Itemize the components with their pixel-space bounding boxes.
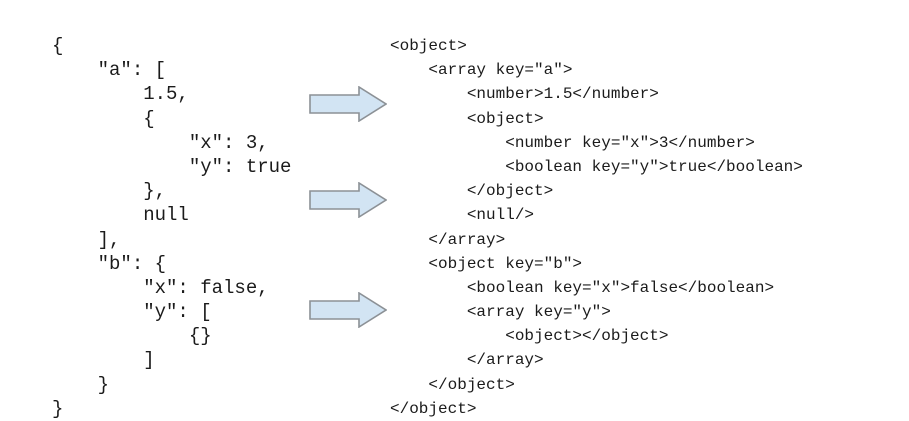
xml-line: </object> <box>390 399 477 418</box>
json-line: "x": false, <box>52 276 269 299</box>
json-line: { <box>52 35 64 57</box>
xml-line: </array> <box>390 351 544 370</box>
xml-line: </array> <box>390 230 506 249</box>
right-arrow-icon <box>309 292 387 328</box>
json-line: ], <box>52 228 121 251</box>
right-arrow-icon <box>309 86 387 122</box>
json-line: {} <box>52 325 212 348</box>
xml-line: <array key="a"> <box>390 61 573 80</box>
json-line: } <box>52 373 110 396</box>
json-line: } <box>52 397 64 420</box>
json-line: null <box>52 204 189 227</box>
json-source-block: { "a": [ 1.5, { "x": 3, "y": true }, nul… <box>52 34 352 421</box>
xml-line: <object> <box>390 37 467 55</box>
right-arrow-icon <box>309 182 387 218</box>
json-line: 1.5, <box>52 83 189 106</box>
json-line: }, <box>52 180 167 203</box>
xml-line: <number key="x">3</number> <box>390 133 755 152</box>
json-line: "x": 3, <box>52 131 269 154</box>
json-line: "y": [ <box>52 301 212 324</box>
xml-line: <boolean key="y">true</boolean> <box>390 157 803 176</box>
xml-line: <number>1.5</number> <box>390 85 659 104</box>
xml-line: <object></object> <box>390 327 669 346</box>
xml-line: <array key="y"> <box>390 303 611 322</box>
json-line: { <box>52 107 155 130</box>
xml-line: </object> <box>390 182 554 201</box>
xml-line: <object> <box>390 109 544 128</box>
xml-line: <object key="b"> <box>390 254 583 273</box>
xml-result-block: <object> <array key="a"> <number>1.5</nu… <box>390 34 900 421</box>
json-line: "a": [ <box>52 59 167 82</box>
xml-line: <null/> <box>390 206 535 225</box>
json-line: "b": { <box>52 252 167 275</box>
xml-line: <boolean key="x">false</boolean> <box>390 278 775 297</box>
json-line: "y": true <box>52 155 292 178</box>
xml-line: </object> <box>390 375 515 394</box>
json-line: ] <box>52 349 155 372</box>
